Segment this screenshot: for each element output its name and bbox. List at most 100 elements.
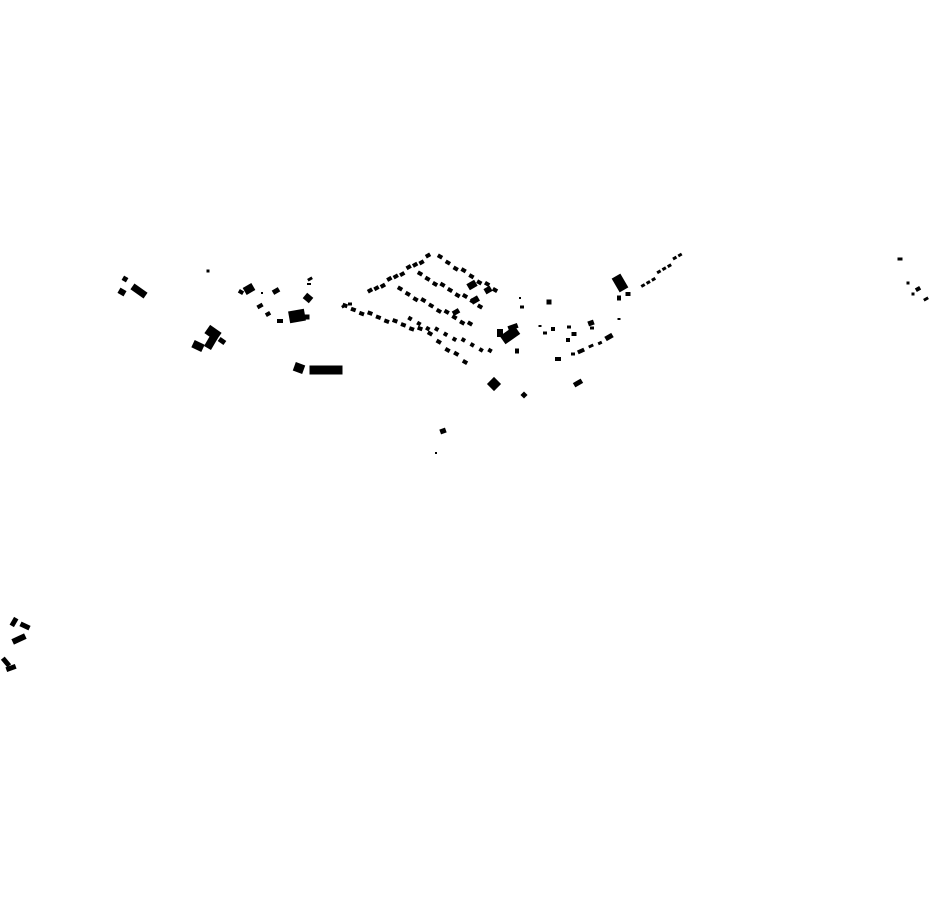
building-footprint: [460, 337, 467, 343]
building-footprint: [640, 283, 646, 288]
building-footprint: [499, 325, 521, 345]
building-footprint: [661, 266, 667, 272]
building-footprint: [476, 279, 483, 286]
building-footprint: [451, 314, 458, 321]
building-footprint: [587, 319, 595, 327]
building-footprint: [0, 656, 12, 668]
building-footprint: [130, 283, 148, 299]
building-footprint: [288, 308, 306, 324]
building-footprint: [416, 320, 422, 327]
building-footprint: [307, 276, 313, 282]
building-footprint: [677, 252, 683, 258]
building-footprint: [404, 290, 411, 297]
building-footprint: [204, 324, 222, 342]
building-footprint: [897, 257, 903, 261]
building-footprint: [906, 281, 910, 285]
building-footprint: [466, 320, 474, 327]
building-footprint: [117, 287, 127, 297]
building-footprint: [396, 285, 404, 292]
building-footprint: [572, 378, 584, 388]
building-footprint: [373, 285, 380, 292]
building-footprint: [923, 296, 929, 302]
building-footprint: [407, 315, 413, 322]
building-footprint: [11, 633, 27, 645]
building-footprint: [19, 621, 31, 631]
building-footprint: [520, 305, 524, 309]
building-footprint: [416, 270, 424, 277]
building-footprint: [543, 331, 547, 335]
building-footprint: [442, 331, 449, 337]
building-footprint: [446, 287, 454, 293]
building-footprint: [439, 281, 446, 288]
building-footprint: [435, 307, 443, 314]
building-footprint: [469, 342, 475, 348]
building-footprint: [242, 283, 256, 295]
building-footprint: [651, 277, 657, 282]
building-footprint: [304, 314, 310, 320]
building-footprint: [588, 343, 594, 349]
building-footprint: [443, 308, 450, 315]
building-footprint: [497, 329, 503, 337]
building-footprint: [451, 336, 458, 343]
building-footprint: [538, 325, 542, 327]
building-footprint: [204, 333, 218, 351]
building-footprint: [617, 295, 621, 301]
building-footprint: [416, 325, 424, 332]
building-footprint: [461, 293, 469, 299]
building-footprint: [460, 267, 467, 274]
building-footprint: [271, 287, 281, 295]
building-footprint: [425, 325, 431, 332]
building-footprint: [424, 252, 432, 259]
building-footprint: [358, 310, 365, 317]
building-footprint: [604, 332, 614, 342]
building-footprint: [555, 357, 561, 361]
building-footprint: [459, 319, 466, 326]
building-footprint: [436, 253, 444, 260]
building-footprint: [277, 319, 283, 323]
building-footprint: [444, 259, 452, 266]
building-footprint: [217, 336, 227, 346]
building-footprint: [546, 299, 552, 305]
building-footprint: [645, 280, 651, 285]
building-footprint: [515, 348, 519, 354]
building-footprint: [412, 296, 419, 303]
building-footprint: [121, 275, 129, 283]
building-footprint: [341, 302, 349, 309]
building-footprint: [611, 273, 629, 293]
building-footprint: [486, 376, 502, 392]
building-footprint: [426, 330, 434, 337]
building-footprint: [191, 340, 205, 352]
building-footprint: [433, 326, 440, 332]
building-footprint: [405, 264, 412, 271]
building-footprint: [483, 285, 493, 295]
building-footprint: [435, 338, 442, 345]
building-footprint: [468, 273, 475, 280]
building-footprint: [571, 352, 575, 356]
building-footprint: [656, 269, 662, 275]
building-footprint: [597, 340, 603, 346]
building-footprint: [519, 297, 521, 299]
building-footprint: [566, 338, 570, 342]
building-footprint: [576, 347, 586, 355]
building-footprint: [551, 327, 555, 331]
building-footprint: [256, 302, 264, 310]
building-footprint: [261, 292, 263, 294]
building-footprint: [617, 318, 621, 320]
building-footprint: [375, 314, 382, 320]
building-footprint: [625, 292, 631, 296]
building-footprint: [264, 311, 272, 317]
building-footprint: [469, 298, 476, 305]
building-footprint: [5, 663, 17, 673]
building-footprint: [476, 303, 484, 310]
building-footprint: [666, 263, 672, 268]
building-footprint: [237, 289, 245, 295]
building-footprint: [399, 271, 406, 278]
building-footprint: [478, 347, 484, 353]
building-footprint: [366, 310, 374, 316]
building-footprint: [911, 292, 915, 296]
building-footprint: [366, 287, 374, 294]
building-footprint: [452, 265, 459, 272]
building-footprint: [400, 322, 407, 328]
building-footprint: [590, 326, 594, 330]
